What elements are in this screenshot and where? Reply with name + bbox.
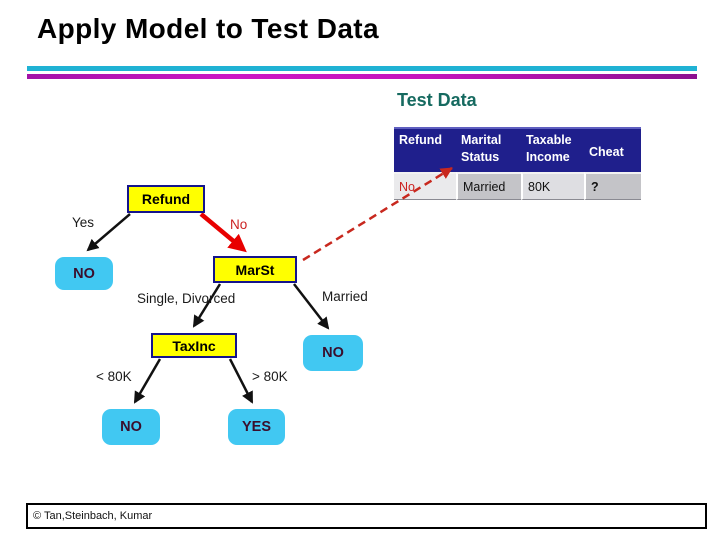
node-marst: MarSt [213, 256, 297, 283]
title-rule-cyan [27, 66, 697, 71]
edge-label-single-divorced: Single, Divorced [137, 291, 236, 306]
edge-taxinc-lt80k [133, 358, 162, 404]
column-header-cheat: Cheat [584, 129, 641, 172]
column-header-marital-status: Marital Status [456, 129, 521, 172]
leaf-no-refund-yes: NO [55, 257, 113, 290]
test-data-table: Refund Marital Status Taxable Income Che… [394, 127, 641, 200]
column-header-refund: Refund [394, 129, 456, 172]
edge-label-gt-80k: > 80K [252, 369, 288, 384]
title-rule-magenta [27, 74, 697, 79]
node-refund: Refund [127, 185, 205, 213]
leaf-no-lt80k: NO [102, 409, 160, 445]
leaf-yes-gt80k: YES [228, 409, 285, 445]
cell-cheat-value: ? [584, 172, 641, 200]
test-data-heading: Test Data [397, 90, 477, 110]
cell-taxable-income-value: 80K [521, 172, 584, 200]
edge-taxinc-gt80k [228, 358, 254, 404]
edge-label-married: Married [322, 289, 368, 304]
slide-title: Apply Model to Test Data [37, 13, 379, 44]
cell-marital-status-value: Married [456, 172, 521, 200]
footer-credit-text: © Tan,Steinbach, Kumar [33, 510, 153, 522]
leaf-no-married: NO [303, 335, 363, 371]
edge-refund-yes [86, 213, 131, 252]
edge-label-yes: Yes [72, 215, 95, 230]
cell-refund-value: No [394, 172, 456, 200]
column-header-taxable-income: Taxable Income [521, 129, 584, 172]
edge-label-lt-80k: < 80K [96, 369, 132, 384]
edge-label-no: No [230, 217, 248, 232]
node-taxinc: TaxInc [151, 333, 237, 358]
footer-credit-box: © Tan,Steinbach, Kumar [26, 503, 707, 529]
